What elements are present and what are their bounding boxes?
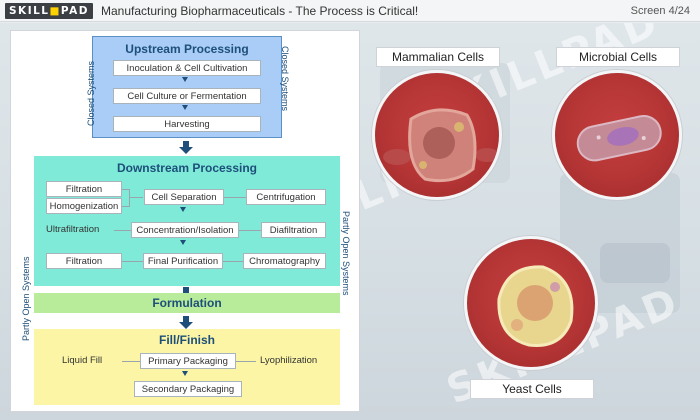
microbial-cell-image[interactable]	[552, 70, 682, 200]
arrow-down-icon	[182, 371, 188, 376]
top-bar: SKILL■PAD Manufacturing Biopharmaceutica…	[0, 0, 700, 22]
final-purification-step: Final Purification	[143, 253, 223, 269]
downstream-section: Downstream Processing Filtration Homogen…	[34, 156, 340, 286]
lyophilization-step: Lyophilization	[260, 355, 318, 366]
secondary-packaging-step: Secondary Packaging	[134, 381, 242, 397]
screen-counter: Screen 4/24	[630, 5, 690, 17]
yeast-cells-label: Yeast Cells	[470, 379, 594, 399]
arrow-down-icon	[182, 77, 188, 82]
cell-separation-step: Cell Separation	[144, 189, 224, 205]
mammalian-cells-label: Mammalian Cells	[376, 47, 500, 67]
arrow-down-icon	[179, 141, 193, 154]
chromatography-step: Chromatography	[243, 253, 326, 269]
process-flow-panel: Upstream Processing Inoculation & Cell C…	[10, 30, 360, 412]
arrow-down-icon	[182, 105, 188, 110]
inoculation-step: Inoculation & Cell Cultivation	[113, 60, 261, 76]
formulation-title: Formulation	[152, 296, 222, 310]
closed-systems-label-left: Closed Systems	[86, 60, 96, 126]
upstream-section: Upstream Processing Inoculation & Cell C…	[92, 36, 282, 138]
formulation-section: Formulation	[34, 293, 340, 313]
ultrafiltration-step: Ultrafiltration	[46, 224, 100, 235]
cell-culture-step: Cell Culture or Fermentation	[113, 88, 261, 104]
primary-packaging-step: Primary Packaging	[140, 353, 236, 369]
diafiltration-step: Diafiltration	[261, 222, 326, 238]
liquid-fill-step: Liquid Fill	[62, 355, 103, 366]
centrifugation-step: Centrifugation	[246, 189, 326, 205]
yeast-cell-icon	[497, 265, 574, 347]
mammalian-cell-image[interactable]	[372, 70, 502, 200]
harvesting-step: Harvesting	[113, 116, 261, 132]
microbial-cells-label: Microbial Cells	[556, 47, 680, 67]
downstream-title: Downstream Processing	[116, 161, 258, 175]
concentration-isolation-step: Concentration/Isolation	[131, 222, 239, 238]
arrow-down-icon	[180, 240, 186, 245]
closed-systems-label-right: Closed Systems	[280, 46, 290, 112]
page-title: Manufacturing Biopharmaceuticals - The P…	[101, 4, 419, 18]
fill-finish-title: Fill/Finish	[159, 333, 215, 347]
homogenization-step: Homogenization	[46, 198, 122, 214]
yeast-cell-image[interactable]	[464, 236, 598, 370]
arrow-down-icon	[179, 316, 193, 329]
fill-finish-section: Fill/Finish Liquid Fill Primary Packagin…	[34, 329, 340, 405]
mammalian-cell-icon	[383, 108, 499, 183]
skillpad-logo: SKILL■PAD	[5, 3, 93, 19]
microbial-cell-icon	[576, 114, 662, 162]
partly-open-systems-label-right: Partly Open Systems	[341, 211, 351, 296]
arrow-down-icon	[180, 207, 186, 212]
upstream-title: Upstream Processing	[125, 42, 249, 56]
partly-open-systems-label-left: Partly Open Systems	[21, 256, 31, 341]
filtration-2-step: Filtration	[46, 253, 122, 269]
filtration-step: Filtration	[46, 181, 122, 197]
